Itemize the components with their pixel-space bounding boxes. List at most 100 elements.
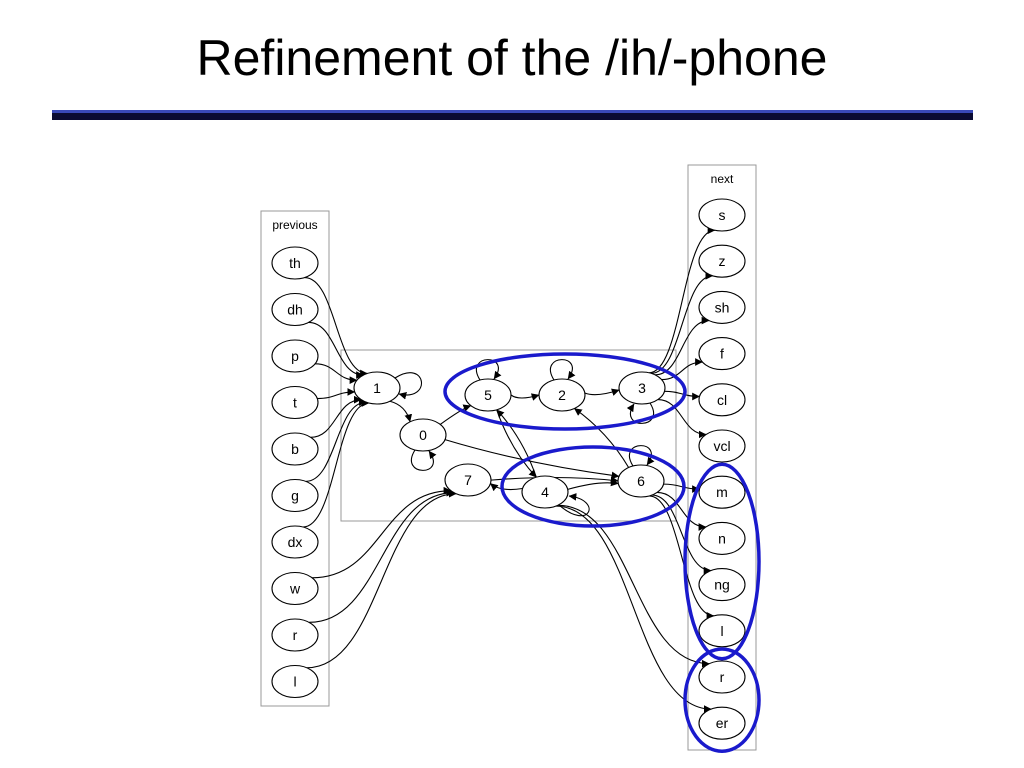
next-node-s: s — [698, 198, 746, 232]
state-node-7: 7 — [444, 463, 492, 497]
previous-node-g-shape — [271, 478, 319, 513]
edge-3-to-sh — [655, 316, 710, 376]
edge-6-to-m — [663, 483, 700, 493]
next-node-n: n — [698, 521, 746, 555]
edge-3-to-f — [661, 358, 703, 381]
state-node-1-shape — [353, 371, 401, 405]
previous-node-r: r — [271, 618, 319, 652]
previous-node-dh-shape — [271, 292, 319, 327]
previous-node-l-label: l — [293, 674, 296, 690]
state-node-4-shape — [521, 475, 569, 509]
next-node-s-label: s — [719, 207, 726, 223]
previous-node-dx-label: dx — [288, 534, 303, 550]
next-node-ng-shape — [698, 568, 746, 602]
next-node-z: z — [698, 244, 746, 278]
next-node-vcl-label: vcl — [713, 438, 730, 454]
next-node-l-label: l — [720, 623, 723, 639]
previous-node-dh-label: dh — [287, 302, 303, 318]
edge-3-to-vcl — [657, 398, 707, 439]
next-node-m-shape — [698, 475, 746, 509]
previous-node-th-label: th — [289, 255, 301, 271]
highlight-group-4-6 — [500, 445, 686, 528]
previous-node-p-shape — [271, 339, 319, 373]
previous-node-b-label: b — [291, 441, 299, 457]
states-cluster — [340, 349, 677, 522]
state-node-4-label: 4 — [541, 484, 549, 500]
edge-p-to-1 — [315, 363, 358, 385]
next-node-cl: cl — [698, 383, 746, 417]
edge-5-to-2 — [510, 393, 540, 401]
edge-l-to-7 — [306, 489, 457, 669]
next-node-r: r — [698, 660, 746, 694]
previous-node-t-shape — [271, 385, 319, 420]
title-rule-bottom-band — [52, 113, 973, 120]
previous-node-dx: dx — [271, 525, 319, 559]
highlights-layer — [443, 352, 761, 753]
highlight-group-m-n-ng-l — [683, 462, 761, 661]
edge-4-to-6 — [567, 478, 619, 490]
previous-node-p: p — [271, 339, 319, 373]
edge-4-to-5 — [496, 409, 537, 478]
previous-node-l-shape — [271, 664, 319, 699]
next-node-l: l — [698, 614, 746, 648]
edge-w-to-7 — [312, 486, 452, 579]
next-node-ng-label: ng — [714, 577, 730, 593]
next-node-f-label: f — [720, 346, 724, 362]
next-node-z-shape — [698, 244, 746, 278]
next-node-m: m — [698, 475, 746, 509]
edge-3-to-cl — [664, 390, 700, 401]
edges-layer — [302, 226, 716, 713]
edge-0-to-5 — [439, 404, 472, 425]
edge-0-to-6 — [444, 439, 620, 480]
next-node-sh-label: sh — [715, 299, 730, 315]
highlight-group-r-er — [683, 647, 761, 753]
edge-6-to-l — [649, 495, 715, 620]
next-node-vcl-shape — [698, 429, 746, 463]
edge-1-to-0 — [389, 400, 413, 423]
previous-node-g: g — [271, 478, 319, 513]
state-node-6-shape — [617, 464, 665, 498]
next-node-l-shape — [698, 614, 746, 648]
state-node-2-shape — [538, 378, 586, 412]
edge-r-to-7 — [309, 488, 455, 623]
state-node-2-label: 2 — [558, 387, 566, 403]
edge-6-to-n — [657, 491, 707, 531]
next-node-m-label: m — [716, 484, 728, 500]
edge-g-to-1 — [305, 398, 367, 482]
next-node-z-label: z — [719, 253, 726, 269]
state-node-3-label: 3 — [638, 380, 646, 396]
state-node-5-label: 5 — [484, 387, 492, 403]
next-node-r-shape — [698, 660, 746, 694]
state-node-1-label: 1 — [373, 380, 381, 396]
edge-1-to-1 — [394, 372, 423, 400]
state-node-5: 5 — [464, 378, 512, 412]
next-node-f: f — [698, 337, 746, 371]
previous-node-w-shape — [271, 571, 319, 606]
state-node-3: 3 — [618, 371, 666, 405]
state-node-2: 2 — [538, 378, 586, 412]
next-node-s-shape — [698, 198, 746, 232]
edge-th-to-1 — [304, 277, 368, 378]
state-node-0-shape — [399, 418, 447, 452]
previous-node-g-label: g — [291, 488, 299, 504]
previous-node-th: th — [271, 246, 319, 280]
state-node-6: 6 — [617, 464, 665, 498]
next-node-sh-shape — [698, 290, 746, 324]
next-cluster-label: next — [711, 172, 734, 186]
edge-5-to-4 — [496, 409, 537, 478]
state-node-7-shape — [444, 463, 492, 497]
previous-node-b-shape — [271, 432, 319, 466]
edge-2-to-3 — [584, 388, 620, 396]
previous-node-t: t — [271, 385, 319, 420]
next-node-er-shape — [698, 706, 746, 740]
edge-6-to-2 — [574, 408, 630, 468]
previous-node-w: w — [271, 571, 319, 606]
previous-node-w-label: w — [289, 581, 301, 597]
next-node-sh: sh — [698, 290, 746, 324]
previous-node-th-shape — [271, 246, 319, 280]
title-rule-top-band — [52, 110, 973, 113]
edge-t-to-1 — [317, 388, 356, 400]
state-node-7-label: 7 — [464, 472, 472, 488]
